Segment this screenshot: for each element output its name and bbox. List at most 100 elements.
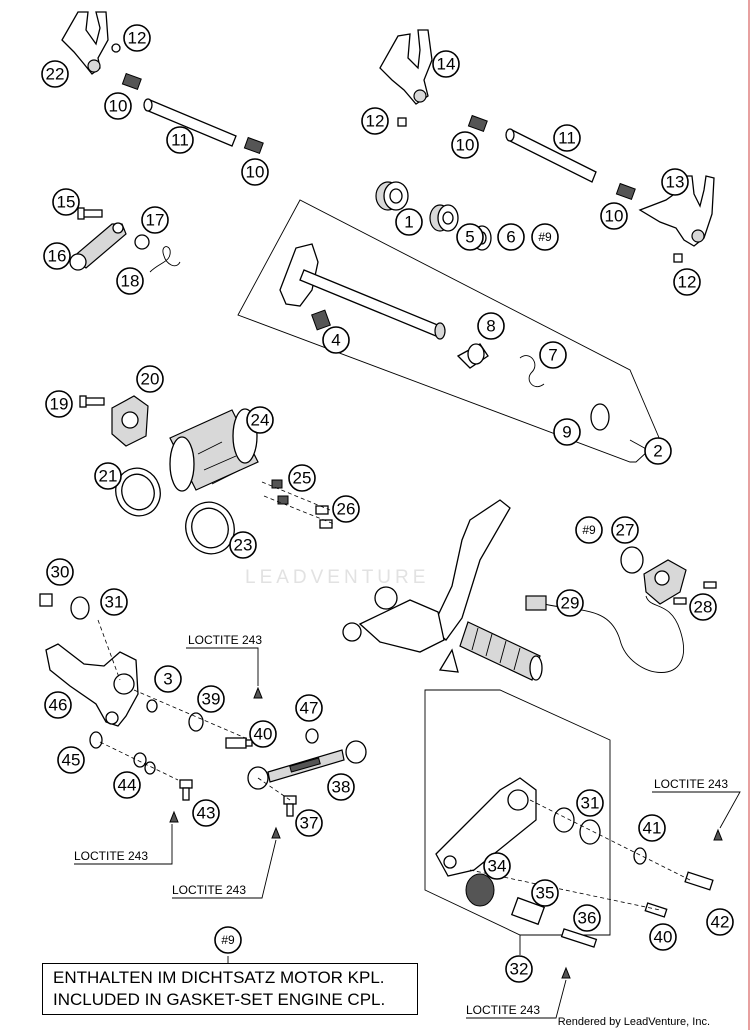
part-18-spring: [149, 246, 181, 273]
loctite-label-1: LOCTITE 243: [188, 633, 262, 647]
callout-19: 19: [45, 390, 73, 418]
loctite-drop-1: [169, 810, 179, 823]
callout-20: 20: [136, 365, 164, 393]
callout-25: 25: [288, 464, 316, 492]
loctite-label-5: LOCTITE 243: [466, 1003, 540, 1017]
svg-text:12: 12: [678, 273, 697, 292]
lever-dash-1: [97, 619, 121, 681]
callout-22: 22: [41, 60, 69, 88]
part-8-roller-lever: [456, 343, 489, 369]
note-line-de: ENTHALTEN IM DICHTSATZ MOTOR KPL.: [53, 968, 385, 987]
svg-text:47: 47: [300, 699, 319, 718]
part-25-spring-a: [271, 479, 283, 489]
svg-text:10: 10: [246, 163, 265, 182]
svg-text:8: 8: [486, 317, 495, 336]
loctite-line-2: [74, 824, 173, 865]
callout-2: 2: [644, 437, 672, 465]
callout-17: 17: [141, 206, 169, 234]
svg-text:30: 30: [51, 563, 70, 582]
callout-31: 31: [100, 588, 128, 616]
svg-text:34: 34: [488, 857, 507, 876]
callout-21: 21: [94, 462, 122, 490]
svg-text:14: 14: [437, 55, 456, 74]
callout-45: 45: [57, 746, 85, 774]
part-23-bearing: [185, 501, 235, 555]
part-10-spring-d: [615, 182, 636, 201]
part-12-pin-c: [673, 253, 683, 263]
svg-text:11: 11: [171, 131, 189, 150]
part-46-shift-lever: [45, 643, 139, 727]
part-32-shift-pedal: [435, 777, 537, 877]
svg-text:43: 43: [197, 804, 216, 823]
callout-11: 11: [553, 124, 581, 152]
svg-text:10: 10: [605, 207, 624, 226]
lever-dash-3: [99, 741, 179, 781]
part-31-bushing-b: [553, 807, 575, 833]
svg-text:4: 4: [331, 331, 340, 350]
part-27-sensor: [643, 559, 687, 605]
render-credit: Rendered by LeadVenture, Inc.: [557, 1016, 710, 1028]
part-24-shift-drum: [169, 408, 259, 492]
svg-text:#9: #9: [538, 230, 552, 244]
callout-40-b: 40: [649, 923, 677, 951]
part-40-bolt-a: [225, 737, 253, 749]
svg-text:16: 16: [48, 247, 67, 266]
svg-text:9: 9: [562, 423, 571, 442]
part-2-selector-shaft: [279, 243, 446, 340]
svg-text:41: 41: [643, 819, 662, 838]
part-7-spring: [519, 355, 545, 388]
part-25-spring-b: [277, 495, 289, 505]
callout-41: 41: [638, 814, 666, 842]
callout-26: 26: [332, 495, 360, 523]
svg-text:12: 12: [128, 29, 147, 48]
part-34-rubber: [465, 873, 495, 907]
svg-text:24: 24: [251, 411, 270, 430]
shift-fork-14: [379, 29, 433, 105]
part-31-bushing-a: [70, 596, 90, 620]
callout-37: 37: [295, 809, 323, 837]
part-12-pin: [111, 43, 121, 53]
shift-fork-22: [61, 11, 109, 75]
callout-12: 12: [673, 268, 701, 296]
part-45-washer: [89, 731, 103, 749]
callout-13: 13: [661, 168, 689, 196]
callout-30: 30: [46, 558, 74, 586]
part-3-washer: [146, 699, 158, 713]
callout-28: 28: [689, 593, 717, 621]
svg-text:31: 31: [581, 794, 600, 813]
callout-15: 15: [52, 188, 80, 216]
callout-34: 34: [483, 852, 511, 880]
part-40-bolt-b: [644, 902, 668, 918]
callout-9-ref-note: #9: [214, 926, 242, 954]
part-26-plug-b: [319, 519, 333, 529]
part-26-plug-a: [315, 505, 329, 515]
part-16-lever: [69, 222, 127, 271]
svg-text:45: 45: [62, 751, 81, 770]
drum-dash-2: [263, 495, 335, 525]
svg-text:37: 37: [300, 814, 319, 833]
svg-text:46: 46: [49, 696, 68, 715]
part-17-roller: [134, 234, 150, 250]
part-47-nut: [305, 728, 319, 744]
part-36-bolt: [560, 928, 598, 948]
part-4-spring: [311, 309, 331, 331]
callout-36: 36: [573, 904, 601, 932]
callout-9: 9: [553, 418, 581, 446]
svg-text:15: 15: [57, 193, 76, 212]
svg-text:#9: #9: [582, 523, 596, 537]
part-10-spring-a: [121, 72, 142, 91]
note-line-en: INCLUDED IN GASKET-SET ENGINE CPL.: [53, 990, 386, 1009]
loctite-drop-2: [253, 686, 263, 699]
drum-dash-1: [261, 481, 331, 511]
part-21-bearing: [115, 467, 161, 517]
svg-text:29: 29: [561, 594, 580, 613]
part-38-shift-rod: [247, 740, 367, 790]
loctite-drop-3: [271, 826, 281, 839]
part-29-connector: [525, 595, 547, 611]
svg-text:44: 44: [118, 776, 137, 795]
callout-9-ref-b: #9: [575, 516, 603, 544]
part-31-bushing-c: [579, 819, 601, 845]
callout-27: 27: [611, 516, 639, 544]
page-edge-line: [748, 0, 750, 1030]
